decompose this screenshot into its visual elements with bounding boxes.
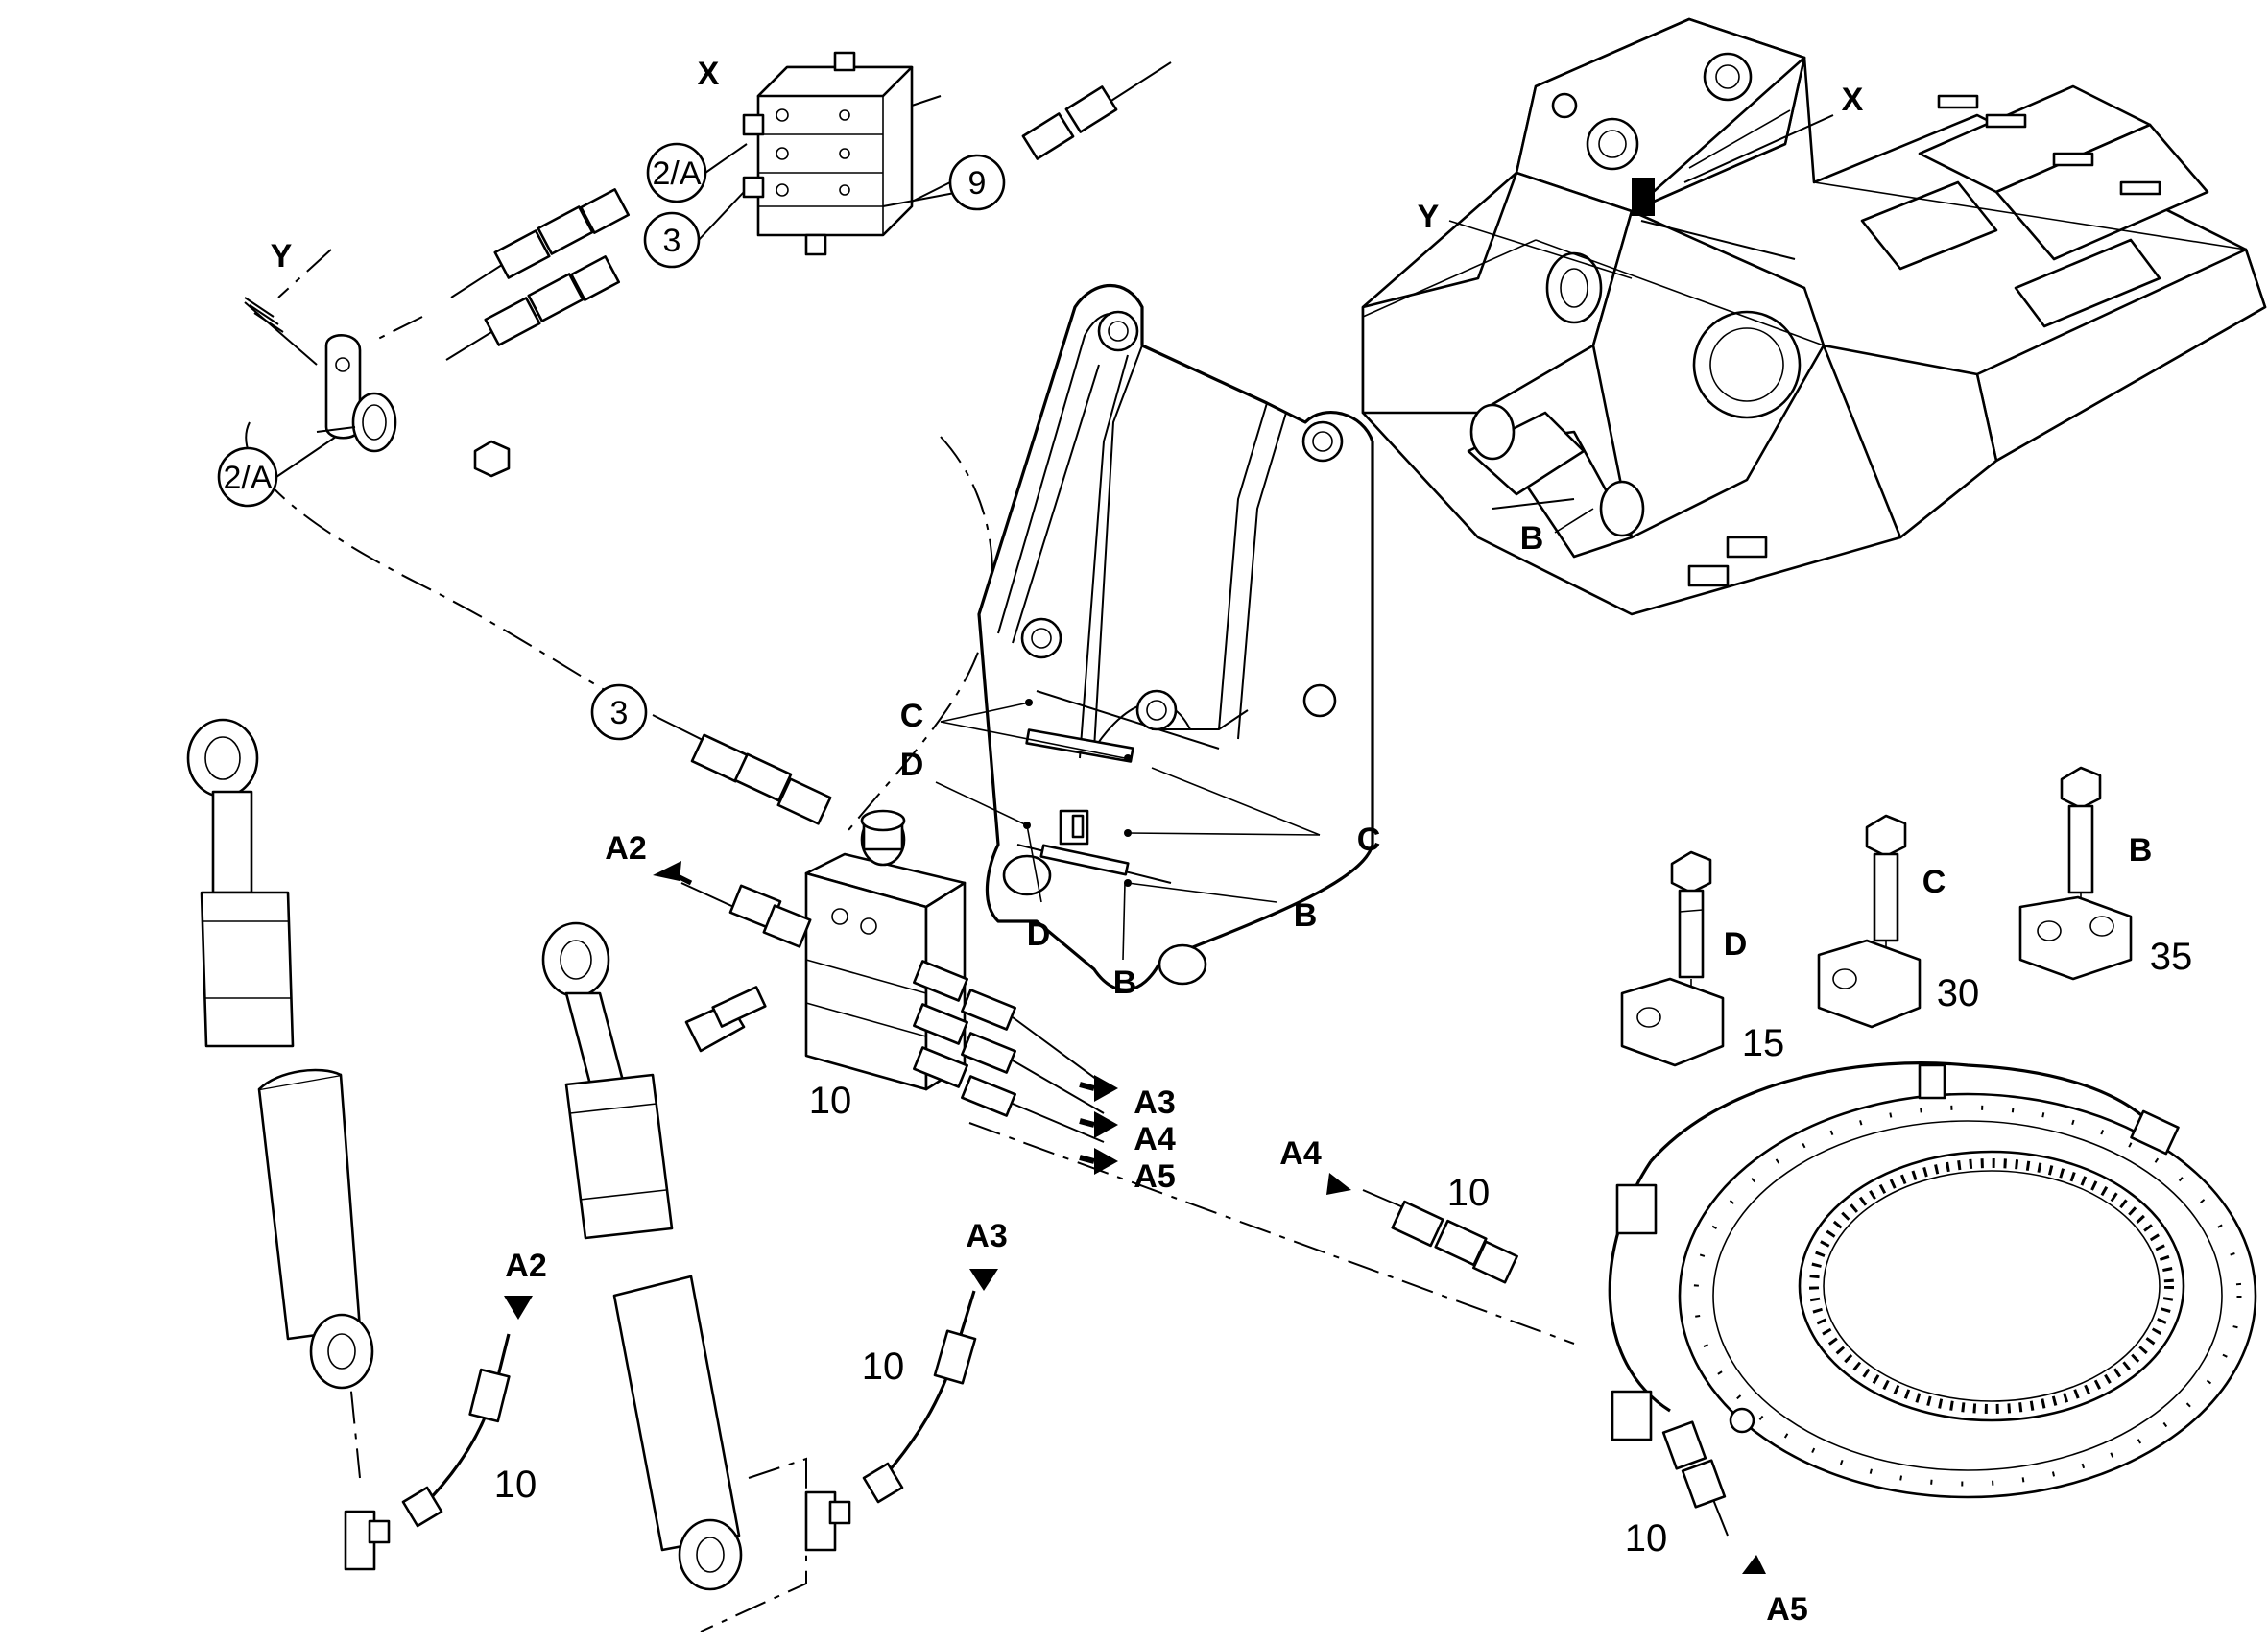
callout-3-top: 3 bbox=[643, 211, 701, 269]
bolt-d bbox=[1620, 850, 1725, 1067]
label-a3: A3 bbox=[1134, 1084, 1175, 1121]
label-a2-left: A2 bbox=[605, 830, 646, 867]
callout-2a-top: 2/A bbox=[646, 142, 707, 203]
label-a4: A4 bbox=[1134, 1121, 1176, 1157]
number-hose-a4: 10 bbox=[1447, 1172, 1491, 1214]
callout-2a-left-text: 2/A bbox=[223, 460, 272, 496]
label-y-right: Y bbox=[1418, 199, 1440, 235]
label-c-right: C bbox=[1357, 822, 1381, 858]
label-b-bottom: B bbox=[1113, 965, 1137, 1001]
callout-9: 9 bbox=[948, 154, 1006, 211]
label-a2-lower: A2 bbox=[505, 1248, 546, 1284]
distributor-block-center bbox=[652, 714, 1105, 1143]
label-b-part: B bbox=[2129, 832, 2153, 869]
callout-3-mid-text: 3 bbox=[610, 695, 629, 731]
callout-2a-top-text: 2/A bbox=[652, 155, 701, 192]
hose-fittings-top bbox=[445, 61, 1172, 361]
routing-lines bbox=[245, 249, 1575, 1632]
hydraulic-cylinder-middle bbox=[541, 921, 743, 1591]
chassis-frame bbox=[1361, 17, 2267, 616]
label-b-mid: B bbox=[1294, 897, 1318, 934]
label-d-left: D bbox=[900, 747, 924, 783]
number-hose-a2: 10 bbox=[494, 1464, 537, 1506]
number-30: 30 bbox=[1937, 972, 1980, 1014]
label-y-left: Y bbox=[271, 238, 293, 274]
number-hose-a5: 10 bbox=[1625, 1517, 1668, 1560]
y-bracket bbox=[244, 297, 511, 478]
number-15: 15 bbox=[1742, 1022, 1785, 1064]
callout-9-text: 9 bbox=[968, 165, 987, 202]
label-a5-ring: A5 bbox=[1766, 1591, 1807, 1628]
label-a5: A5 bbox=[1134, 1158, 1175, 1195]
number-hose-a3: 10 bbox=[862, 1346, 905, 1388]
label-x-top: X bbox=[698, 56, 720, 92]
number-block-10: 10 bbox=[809, 1080, 852, 1122]
boom-mount bbox=[977, 284, 1374, 991]
hydraulic-cylinder-left bbox=[186, 718, 374, 1390]
label-d-bottom: D bbox=[1027, 917, 1051, 953]
bolt-b bbox=[2018, 766, 2133, 981]
distributor-block-top bbox=[742, 51, 961, 256]
number-35: 35 bbox=[2150, 936, 2193, 978]
label-b-right-top: B bbox=[1520, 520, 1544, 557]
label-a3-lower: A3 bbox=[966, 1218, 1007, 1254]
bolt-c bbox=[1817, 814, 1922, 1029]
leader-lines bbox=[935, 109, 1791, 961]
label-a4-ring: A4 bbox=[1279, 1135, 1322, 1172]
slew-ring bbox=[1608, 1061, 2257, 1499]
label-d-part: D bbox=[1724, 926, 1748, 963]
callout-3-top-text: 3 bbox=[663, 223, 681, 259]
callout-2a-left: 2/A bbox=[217, 446, 278, 508]
label-x-right: X bbox=[1842, 82, 1864, 118]
lower-fittings bbox=[344, 1189, 1729, 1571]
label-c-part: C bbox=[1922, 864, 1946, 900]
flow-arrows bbox=[504, 861, 1766, 1574]
label-c-upper: C bbox=[900, 698, 924, 734]
callout-3-mid: 3 bbox=[590, 683, 648, 741]
